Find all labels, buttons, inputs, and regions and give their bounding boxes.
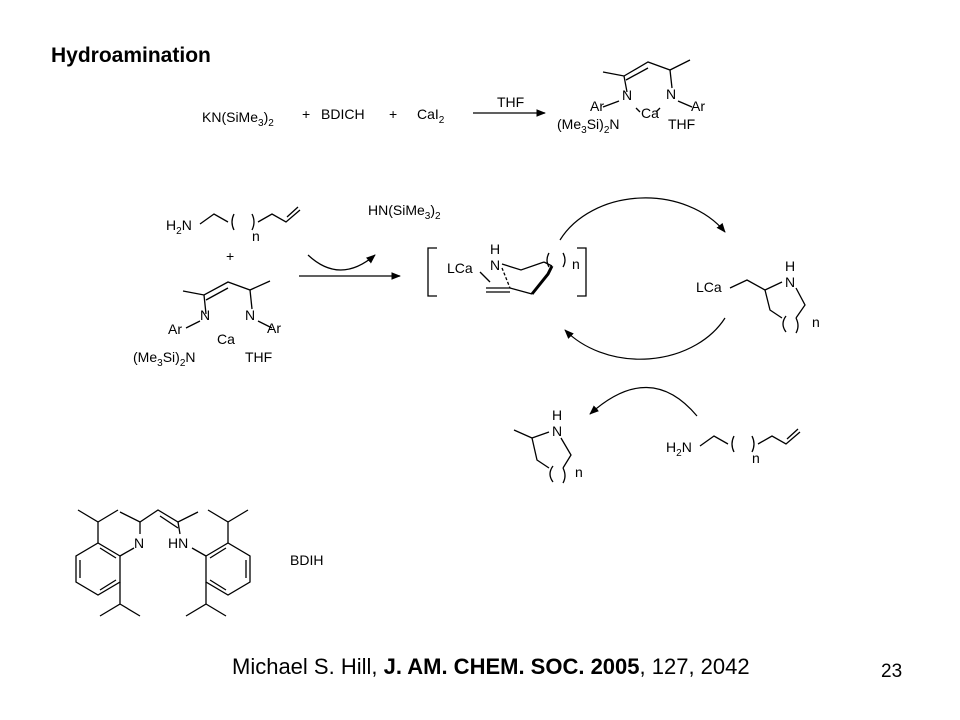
reagent-bdich: BDICH [321, 106, 365, 122]
insertion-arrow [559, 197, 726, 241]
plus-sign: + [389, 106, 397, 122]
n-index: n [812, 314, 820, 330]
h-atom: H [552, 407, 562, 423]
n-index: n [572, 256, 580, 272]
n-atom: N [552, 423, 562, 439]
calcium-bdi-complex-top: N N Ar Ar Ca (Me3Si)2N THF [557, 59, 705, 136]
calcium-bdi-complex-left: N N Ar Ar Ca (Me3Si)2N THF [133, 280, 281, 369]
reagent-cai2: CaI2 [417, 106, 445, 126]
ca-atom: Ca [217, 331, 235, 347]
lca-group: LCa [447, 260, 473, 276]
ar-group: Ar [691, 98, 705, 114]
citation: Michael S. Hill, J. AM. CHEM. SOC. 2005,… [232, 654, 750, 679]
plus-sign: + [302, 106, 310, 122]
cyclization-transition-state: H N LCa n [427, 241, 587, 297]
alkylcalcium-intermediate: LCa H N n [696, 258, 820, 334]
h2n-group: H2N [666, 439, 692, 459]
n-index: n [575, 464, 583, 480]
catalyst-synthesis-equation: KN(SiMe3)2 + BDICH + CaI2 THF [202, 94, 546, 129]
n-atom: N [245, 307, 255, 323]
ca-atom: Ca [641, 105, 659, 121]
aminoalkene-substrate-right: H2N n [666, 428, 801, 466]
n-atom: N [622, 87, 632, 103]
n-atom: N [134, 535, 144, 551]
ar-group: Ar [267, 320, 281, 336]
n-index: n [752, 450, 760, 466]
plus-sign: + [226, 248, 234, 264]
solvent-label: THF [497, 94, 524, 110]
protonolysis-arrow [564, 317, 726, 360]
h-atom: H [490, 241, 500, 257]
n-atom: N [490, 257, 500, 273]
thf-ligand: THF [668, 116, 695, 132]
n-index: n [252, 228, 260, 244]
n-atom: N [666, 86, 676, 102]
bdih-label: BDIH [290, 552, 323, 568]
n-atom: N [200, 307, 210, 323]
byproduct-release-arrow [307, 254, 376, 271]
page-number: 23 [881, 661, 903, 682]
reagent-kn-sime3: KN(SiMe3)2 [202, 109, 274, 129]
product-release-arrow [589, 386, 698, 417]
hn-group: HN [168, 535, 188, 551]
slide-title: Hydroamination [51, 44, 211, 67]
aminoalkene-substrate-left: H2N n [166, 206, 301, 244]
ar-group: Ar [590, 98, 604, 114]
h-atom: H [785, 258, 795, 274]
bdih-ligand-structure: N HN BDIH [75, 509, 323, 617]
product-heterocycle: H N n [513, 407, 583, 484]
n-sime3-ligand: (Me3Si)2N [557, 116, 620, 136]
byproduct-hn-sime3: HN(SiMe3)2 [368, 202, 441, 222]
n-atom: N [785, 274, 795, 290]
n-sime3-ligand: (Me3Si)2N [133, 349, 196, 369]
h2n-group: H2N [166, 217, 192, 237]
ar-group: Ar [168, 321, 182, 337]
thf-ligand: THF [245, 349, 272, 365]
lca-group: LCa [696, 279, 722, 295]
